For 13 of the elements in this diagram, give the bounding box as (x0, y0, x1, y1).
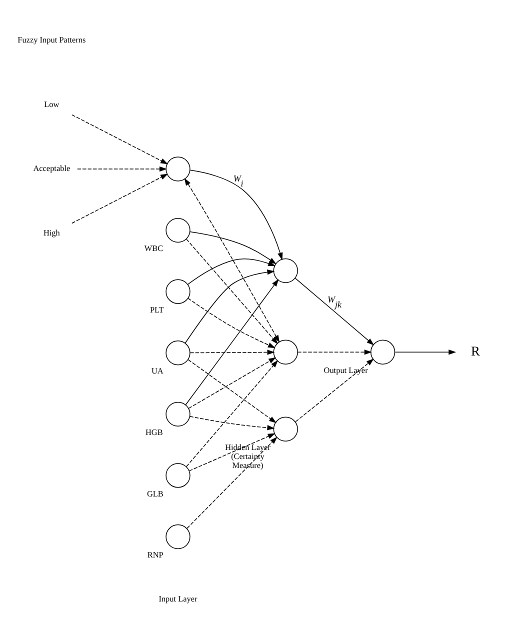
node-text: R (471, 342, 480, 358)
node-label: UA (151, 366, 164, 376)
node-label: RNP (147, 550, 164, 560)
label: Input Layer (158, 594, 198, 604)
node-label: GLB (146, 488, 164, 498)
label: Fuzzy Input Patterns (18, 35, 86, 44)
node-label: HGB (145, 427, 163, 436)
node-text: Acceptable (33, 164, 70, 173)
node-text: Low (44, 99, 60, 108)
node-text: High (43, 228, 60, 237)
node-label: WBC (144, 244, 164, 253)
node-label: PLT (150, 304, 164, 314)
node-label: Output Layer (324, 365, 368, 374)
